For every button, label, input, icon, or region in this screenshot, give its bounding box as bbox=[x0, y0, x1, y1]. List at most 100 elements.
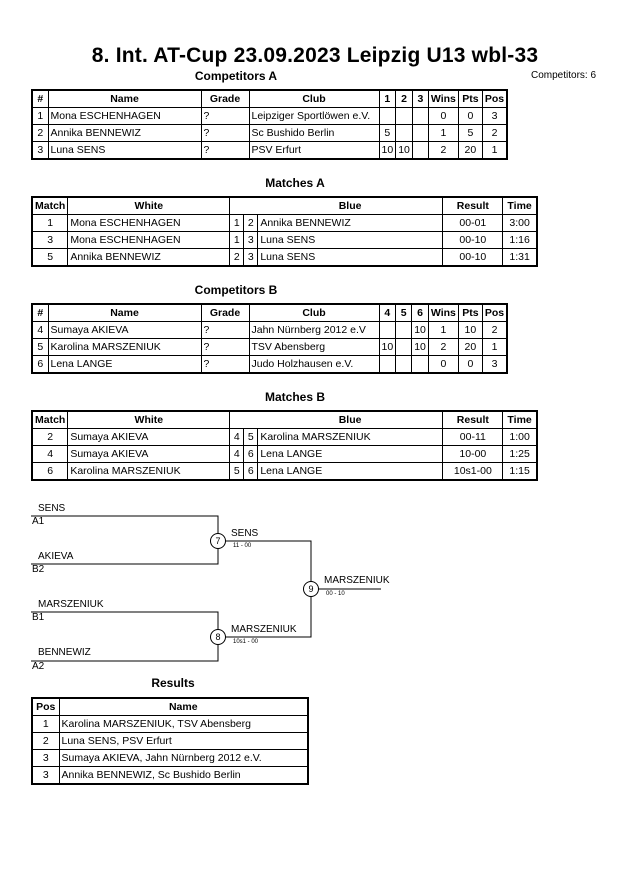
final-score: 00 - 10 bbox=[326, 591, 345, 597]
table-cell: Mona ESCHENHAGEN bbox=[67, 231, 231, 249]
table-cell: 5 bbox=[31, 248, 69, 267]
results-heading: Results bbox=[151, 676, 195, 690]
table-header-row: Match White Blue Result Time bbox=[31, 410, 538, 429]
bracket-line-semi1-winner bbox=[225, 540, 312, 589]
competitors-count: Competitors: 6 bbox=[531, 70, 597, 81]
table-header-row: Pos Name bbox=[31, 697, 309, 716]
semi2-winner: MARSZENIUK bbox=[231, 624, 297, 635]
table-cell: 1 bbox=[481, 338, 508, 356]
table-cell: 1:25 bbox=[502, 445, 538, 463]
col-result: Result bbox=[442, 196, 504, 215]
table-header-row: # Name Grade Club 4 5 6 Wins Pts Pos bbox=[31, 303, 508, 322]
col-club: Club bbox=[248, 303, 380, 322]
table-cell: ? bbox=[200, 141, 250, 160]
col-club: Club bbox=[248, 89, 380, 108]
table-cell bbox=[395, 355, 413, 374]
table-cell: Annika BENNEWIZ bbox=[47, 124, 202, 142]
table-cell: 3 bbox=[31, 231, 69, 249]
bracket-seed-a2: A2 bbox=[32, 661, 45, 672]
table-cell: 2 bbox=[481, 124, 508, 142]
table-cell: 1:16 bbox=[502, 231, 538, 249]
table-cell: 6 bbox=[243, 462, 259, 481]
table-cell: 10s1-00 bbox=[442, 462, 504, 481]
table-cell: 5 bbox=[229, 462, 245, 481]
table-cell: 3 bbox=[31, 766, 60, 785]
bracket-name-b2: AKIEVA bbox=[38, 551, 74, 562]
col-pos: Pos bbox=[31, 697, 60, 716]
bracket-seed-b1: B1 bbox=[32, 612, 45, 623]
table-cell: 3 bbox=[481, 355, 508, 374]
col-wins: Wins bbox=[427, 89, 459, 108]
table-cell: 20 bbox=[457, 141, 483, 160]
table-cell: 1 bbox=[31, 715, 60, 733]
match-8-marker: 8 bbox=[210, 629, 226, 645]
table-cell: Lena LANGE bbox=[257, 445, 444, 463]
matches-a-heading: Matches A bbox=[265, 176, 325, 190]
match-9-marker: 9 bbox=[303, 581, 319, 597]
table-cell: 2 bbox=[427, 338, 459, 356]
table-cell: 2 bbox=[31, 732, 60, 750]
bracket-line-marszeniuk bbox=[31, 611, 219, 637]
page-title: 8. Int. AT-Cup 23.09.2023 Leipzig U13 wb… bbox=[91, 44, 539, 67]
col-time: Time bbox=[502, 196, 538, 215]
table-cell: Karolina MARSZENIUK bbox=[67, 462, 231, 481]
bracket-line-bennewiz bbox=[31, 637, 219, 662]
semi1-winner: SENS bbox=[231, 528, 259, 539]
semi2-score: 10s1 - 00 bbox=[233, 639, 259, 645]
table-cell: Luna SENS, PSV Erfurt bbox=[58, 732, 309, 750]
col-match: Match bbox=[31, 196, 69, 215]
table-header-row: Match White Blue Result Time bbox=[31, 196, 538, 215]
table-cell: Luna SENS bbox=[257, 248, 444, 267]
table-cell: 1:15 bbox=[502, 462, 538, 481]
col-white: White bbox=[67, 410, 231, 429]
table-cell: TSV Abensberg bbox=[248, 338, 380, 356]
semi1-score: 11 - 00 bbox=[233, 543, 252, 549]
matches-b-heading: Matches B bbox=[264, 390, 326, 404]
table-cell bbox=[395, 338, 413, 356]
table-cell: 3 bbox=[243, 248, 259, 267]
table-cell: Lena LANGE bbox=[47, 355, 202, 374]
bracket-name-b1: MARSZENIUK bbox=[38, 599, 104, 610]
table-cell: 5 bbox=[457, 124, 483, 142]
bracket-name-a2: BENNEWIZ bbox=[38, 647, 91, 658]
bracket-name-a1: SENS bbox=[38, 503, 66, 514]
table-cell: Annika BENNEWIZ bbox=[67, 248, 231, 267]
table-cell: 3 bbox=[481, 107, 508, 125]
competitors-b-heading: Competitors B bbox=[194, 283, 278, 297]
col-opponent-5: 5 bbox=[395, 303, 413, 322]
table-cell: Annika BENNEWIZ, Sc Bushido Berlin bbox=[58, 766, 309, 785]
col-points: Pts bbox=[457, 303, 483, 322]
table-cell: 1:31 bbox=[502, 248, 538, 267]
table-cell: 0 bbox=[457, 355, 483, 374]
competitors-a-heading: Competitors A bbox=[194, 69, 278, 83]
table-cell: Lena LANGE bbox=[257, 462, 444, 481]
bracket-line-sens bbox=[31, 515, 219, 541]
table-cell: 20 bbox=[457, 338, 483, 356]
table-cell: Karolina MARSZENIUK bbox=[257, 428, 444, 446]
col-position: Pos bbox=[481, 89, 508, 108]
col-name: Name bbox=[58, 697, 309, 716]
table-cell: Luna SENS bbox=[47, 141, 202, 160]
col-position: Pos bbox=[481, 303, 508, 322]
